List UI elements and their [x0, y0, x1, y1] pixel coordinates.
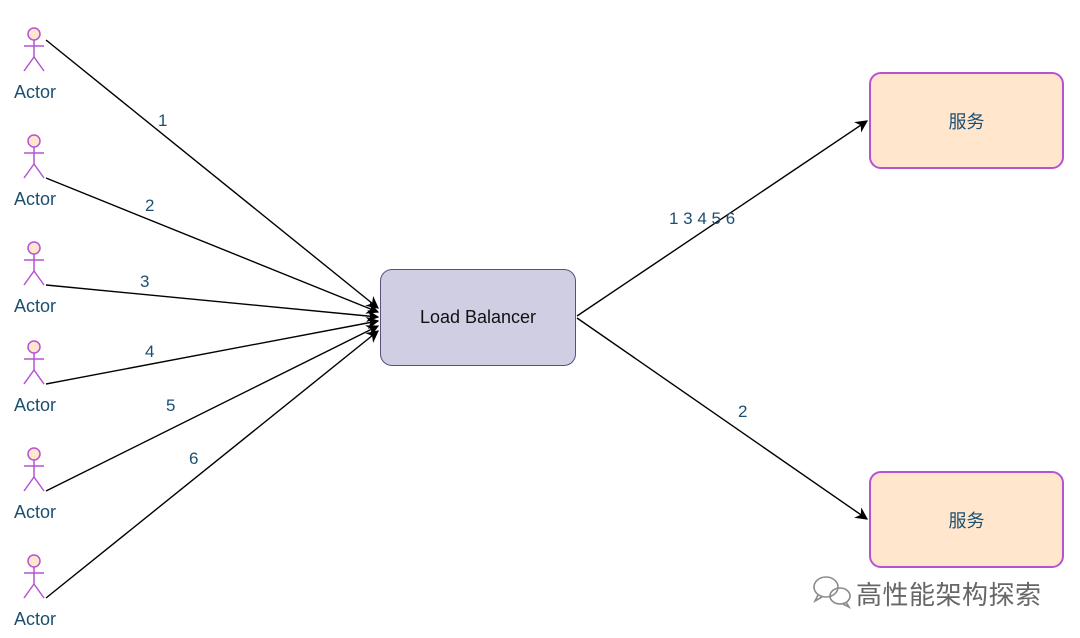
actor-label-2: Actor: [13, 189, 56, 209]
actor-label-4: Actor: [13, 395, 56, 415]
edge-out-2: [576, 317, 869, 520]
edge-in-5: [45, 325, 380, 492]
edge-in-label-5: 5: [166, 396, 176, 415]
edge-in-label-2: 2: [145, 196, 155, 215]
actor-figure-4: [23, 340, 45, 385]
edge-out-1: [576, 120, 869, 317]
edge-in-label-3: 3: [140, 272, 150, 291]
edge-in-label-6: 6: [189, 449, 199, 468]
edge-in-label-1: 1: [158, 111, 168, 130]
actor-label-3: Actor: [13, 296, 56, 316]
service-node-2: 服务: [869, 471, 1064, 568]
actor-figure-2: [23, 134, 45, 179]
actor-label-6: Actor: [13, 609, 56, 629]
actor-figure-1: [23, 27, 45, 72]
watermark-text: 高性能架构探索: [856, 581, 1042, 611]
edge-out-label-1: 1 3 4 5 6: [669, 209, 736, 228]
watermark: 高性能架构探索: [856, 575, 1042, 612]
load-balancer-node: Load Balancer: [380, 269, 576, 366]
actor-label-5: Actor: [13, 502, 56, 522]
edge-in-1: [45, 39, 379, 309]
edge-in-3: [45, 284, 380, 323]
edge-out-label-2: 2: [738, 402, 748, 421]
edge-in-4: [45, 316, 380, 385]
actor-figure-3: [23, 241, 45, 286]
wechat-icon: [813, 576, 852, 609]
actor-label-1: Actor: [13, 82, 56, 102]
edge-in-2: [45, 177, 380, 314]
edge-in-6: [45, 330, 379, 599]
edge-in-label-4: 4: [145, 342, 155, 361]
service-node-1: 服务: [869, 72, 1064, 169]
actor-figure-5: [23, 447, 45, 492]
actor-figure-6: [23, 554, 45, 599]
